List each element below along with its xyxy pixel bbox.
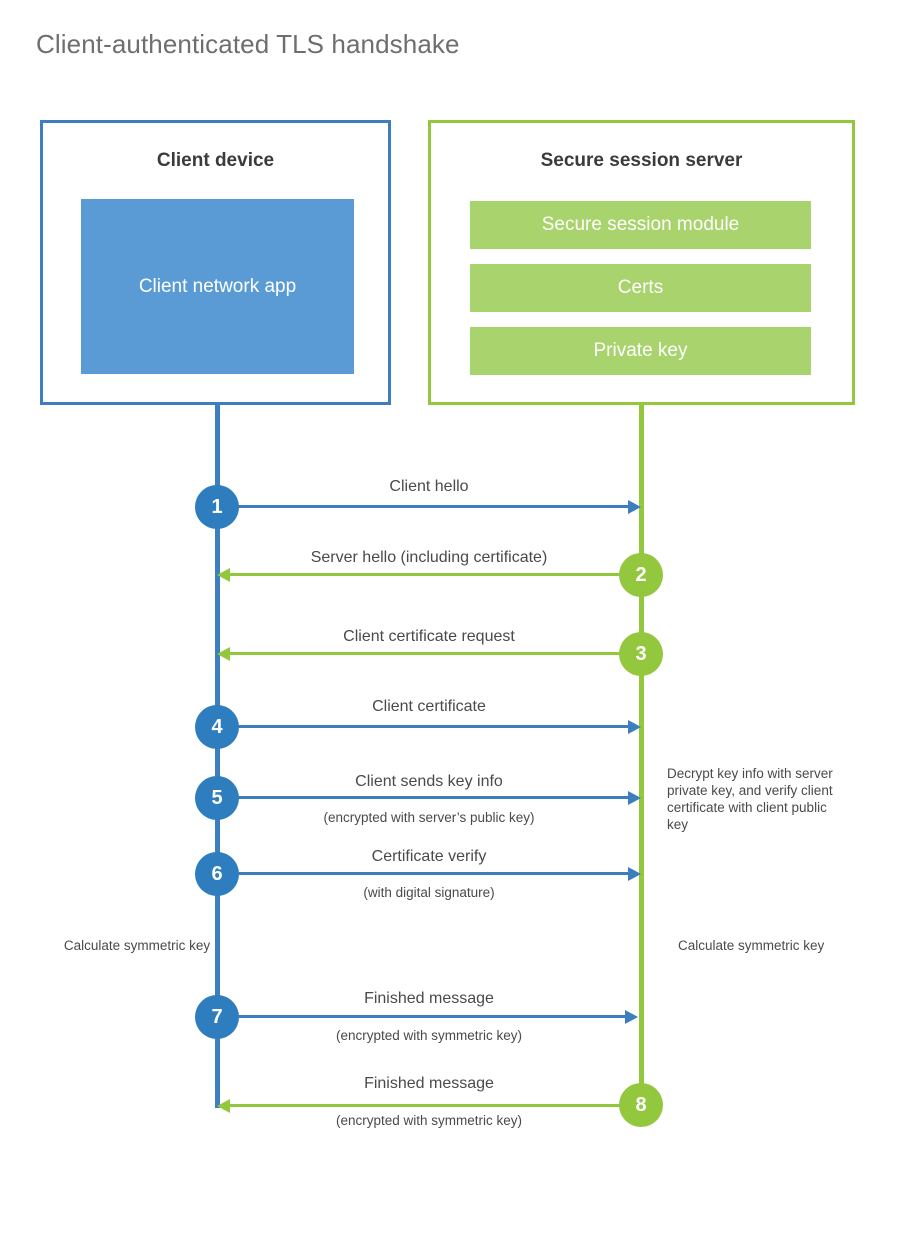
message-sublabel-5: (encrypted with server’s public key) [323,810,535,825]
server-decrypt-note: Decrypt key info with server private key… [667,766,833,832]
message-arrow-7 [218,1015,627,1018]
step-circle-4[interactable]: 4 [195,705,239,749]
step-circle-7[interactable]: 7 [195,995,239,1039]
step-circle-6[interactable]: 6 [195,852,239,896]
server-lifeline [639,403,644,1106]
message-label-5: Client sends key info [355,773,503,790]
message-arrow-6 [218,872,630,875]
message-label-2: Server hello (including certificate) [310,549,548,566]
message-label-6: Certificate verify [371,848,487,865]
arrow-head-right-icon-6 [628,866,641,881]
message-arrow-8 [230,1104,642,1107]
message-label-1: Client hello [389,478,469,495]
message-sublabel-7: (encrypted with symmetric key) [335,1028,523,1043]
server-calculate-symmetric-key-note: Calculate symmetric key [678,938,825,953]
arrow-head-right-icon-4 [628,719,641,734]
arrow-head-right-icon-7 [625,1009,638,1024]
actor-box-secure-session-server: Secure session server Secure session mod… [428,120,855,405]
step-circle-3[interactable]: 3 [619,632,663,676]
message-label-7: Finished message [364,990,494,1007]
server-component-secure-session-module: Secure session module [470,201,811,249]
server-component-private-key: Private key [470,327,811,375]
message-label-4: Client certificate [372,698,486,715]
step-circle-5[interactable]: 5 [195,776,239,820]
client-calculate-symmetric-key-note: Calculate symmetric key [63,938,211,953]
message-arrow-2 [230,573,642,576]
message-arrow-5 [218,796,630,799]
arrow-head-right-icon-5 [628,790,641,805]
step-circle-8[interactable]: 8 [619,1083,663,1127]
arrow-head-left-icon-8 [217,1098,230,1113]
message-sublabel-8: (encrypted with symmetric key) [335,1113,523,1128]
message-arrow-4 [218,725,630,728]
step-circle-1[interactable]: 1 [195,485,239,529]
client-device-title: Client device [156,150,275,171]
message-arrow-1 [218,505,630,508]
message-label-8: Finished message [364,1075,494,1092]
arrow-head-right-icon-1 [628,499,641,514]
secure-session-server-title: Secure session server [540,150,743,171]
page-title: Client-authenticated TLS handshake [36,29,460,59]
arrow-head-left-icon-3 [217,646,230,661]
message-arrow-3 [230,652,642,655]
client-network-app-block: Client network app [81,199,354,374]
actor-box-client-device: Client device Client network app [40,120,391,405]
server-component-certs: Certs [470,264,811,312]
arrow-head-left-icon-2 [217,567,230,582]
message-label-3: Client certificate request [343,628,515,645]
step-circle-2[interactable]: 2 [619,553,663,597]
client-lifeline [215,403,220,1108]
message-sublabel-6: (with digital signature) [363,885,495,900]
